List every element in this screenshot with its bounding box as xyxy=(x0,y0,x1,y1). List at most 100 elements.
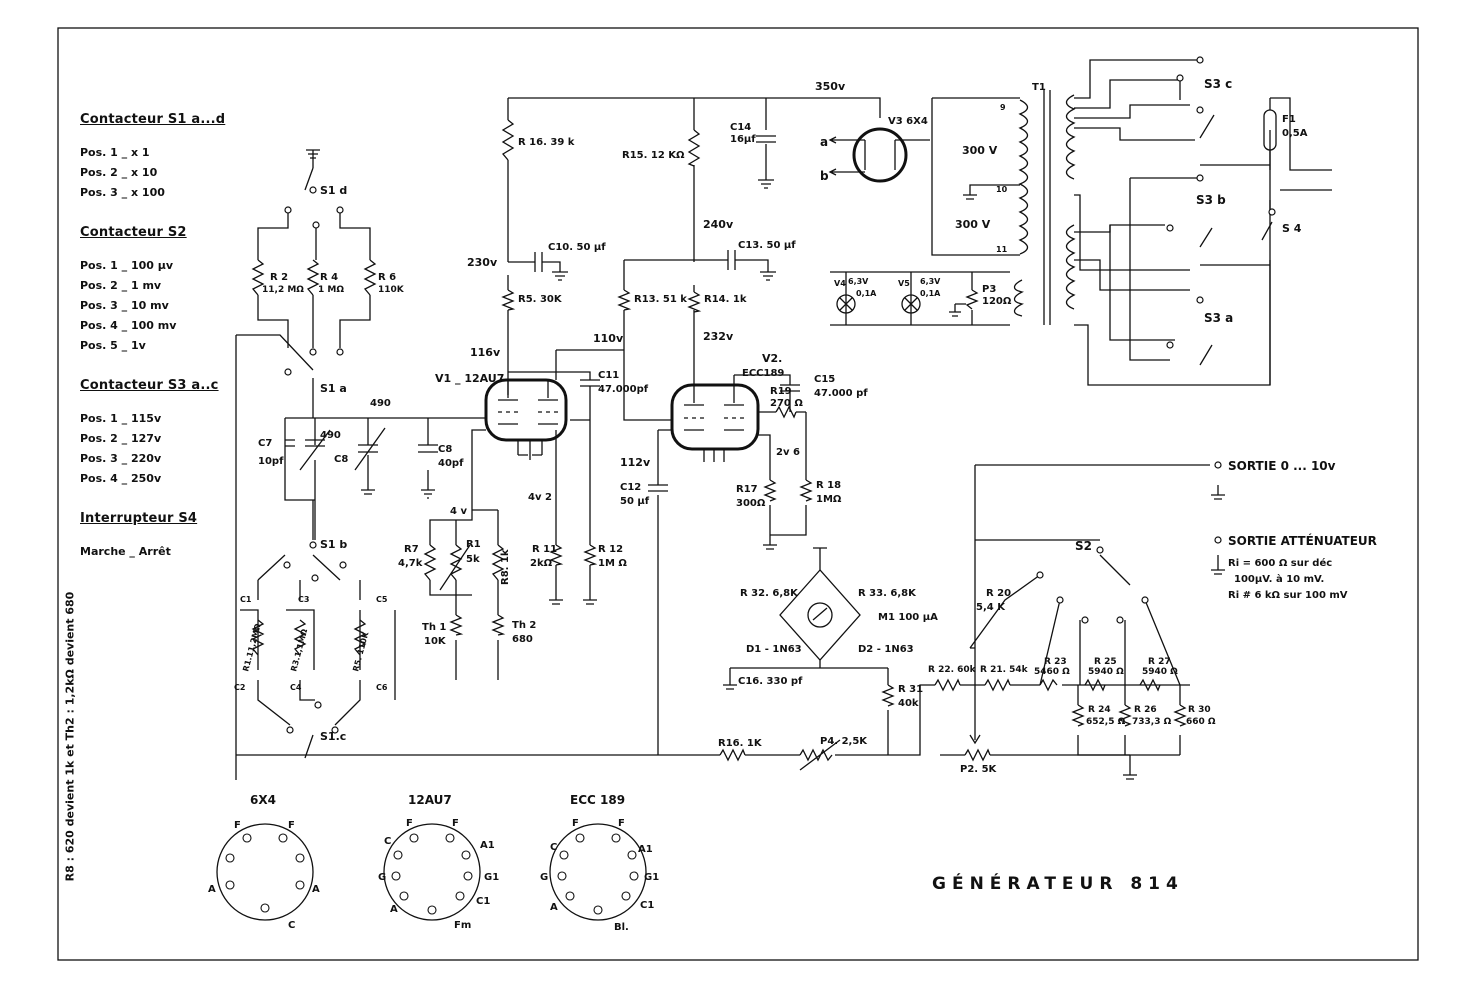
c12-capacitor xyxy=(648,484,668,492)
r20-resistor xyxy=(969,574,1041,649)
socket-pin xyxy=(391,871,401,881)
label-c12-value: 50 µf xyxy=(620,496,650,507)
label-r7-value: 4,7k xyxy=(398,558,423,569)
t1-primary-winding-lower xyxy=(1065,224,1076,310)
socket-6x4 xyxy=(216,823,314,921)
socket-pin xyxy=(627,850,637,860)
label-c8-value: 40pf xyxy=(438,458,464,469)
terminal xyxy=(284,206,292,214)
switch-legend: Contacteur S1 a...d Pos. 1 _ x 1 Pos. 2 … xyxy=(80,112,250,584)
p2-potentiometer xyxy=(940,465,1130,762)
label-c1: C1 xyxy=(240,595,252,604)
legend-item: Pos. 2 _ 127v xyxy=(80,432,162,445)
label-c8-variable: C8 xyxy=(334,454,348,465)
label-v1: V1 _ 12AU7 xyxy=(435,372,504,385)
socket-pin-label: F xyxy=(406,818,413,829)
label-r25: R 25 xyxy=(1094,657,1117,667)
c8-capacitor xyxy=(418,444,438,453)
v3-electrodes xyxy=(850,139,930,173)
socket-ecc189 xyxy=(549,823,647,921)
socket-pin-label: F xyxy=(572,818,579,829)
label-s1b: S1 b xyxy=(320,538,347,551)
label-d2: D2 - 1N63 xyxy=(858,644,914,655)
label-r32: R 32. 6,8K xyxy=(740,588,799,599)
wire-s1a xyxy=(257,295,371,348)
terminal xyxy=(311,574,319,582)
legend-heading: Contacteur S2 xyxy=(80,225,187,240)
label-r16b: R16. 1K xyxy=(718,738,763,749)
label-s3a: S3 a xyxy=(1204,311,1233,325)
label-300v-upper: 300 V xyxy=(962,144,998,157)
label-r5-comp: R5. 110K xyxy=(351,630,370,672)
terminal xyxy=(1081,616,1089,624)
label-4v: 4 v xyxy=(450,506,467,517)
th1-thermistor xyxy=(449,614,464,636)
label-110v: 110v xyxy=(593,332,624,345)
legend-heading: Interrupteur S4 xyxy=(80,511,198,526)
v3-pins xyxy=(828,136,850,176)
wire-s3c-taps xyxy=(1074,59,1200,141)
v1-heaters xyxy=(517,440,543,460)
label-r30-value: 660 Ω xyxy=(1186,717,1216,727)
c8-variable-capacitor xyxy=(299,429,331,471)
label-c7-value: 10pf xyxy=(258,456,284,467)
terminal xyxy=(1196,106,1204,114)
c13-capacitor xyxy=(727,250,736,270)
legend-item: Pos. 1 _ 115v xyxy=(80,412,162,425)
label-c5: C5 xyxy=(376,595,388,604)
label-s3b: S3 b xyxy=(1196,193,1226,207)
socket-pin-label: C xyxy=(288,920,295,931)
label-v3-pin-a: a xyxy=(820,135,828,149)
label-c2: C2 xyxy=(234,683,245,692)
t1-heater-winding xyxy=(1013,279,1024,317)
label-c7: C7 xyxy=(258,438,272,449)
label-r30: R 30 xyxy=(1188,705,1211,715)
label-t1: T1 xyxy=(1032,82,1046,93)
wire-r17 xyxy=(758,434,771,545)
terminal xyxy=(314,701,322,709)
label-c11-value: 47.000pf xyxy=(598,384,649,395)
socket-pin-label: C1 xyxy=(640,900,654,911)
wire-t1-secondary xyxy=(931,97,1020,256)
wire-c10 xyxy=(508,261,561,272)
r14-resistor xyxy=(687,291,702,313)
t1-secondary-winding xyxy=(1018,99,1029,255)
label-r14: R14. 1k xyxy=(704,294,747,305)
wire-mains-plug xyxy=(1261,97,1332,241)
label-r12: R 12 xyxy=(598,544,623,555)
label-r4: R 4 xyxy=(320,272,338,283)
c14-capacitor xyxy=(756,135,776,189)
socket-pin xyxy=(611,833,621,843)
r7-resistor xyxy=(423,544,437,581)
label-c13: C13. 50 µf xyxy=(738,240,796,251)
wire-s1c xyxy=(257,580,361,726)
label-r19-value: 270 Ω xyxy=(770,398,803,409)
socket-pin xyxy=(455,891,465,901)
output-grounds xyxy=(1211,485,1225,575)
socket-pin xyxy=(593,905,603,915)
socket-pin xyxy=(427,905,437,915)
label-r21: R 21. 54k xyxy=(980,665,1029,675)
socket-pin xyxy=(445,833,455,843)
r18-resistor xyxy=(799,479,813,502)
label-s4: S 4 xyxy=(1282,222,1302,235)
legend-item: Pos. 4 _ 250v xyxy=(80,472,162,485)
socket-pin xyxy=(461,850,471,860)
socket-pin xyxy=(295,853,305,863)
label-r1-value: 5k xyxy=(466,554,480,565)
label-232v: 232v xyxy=(703,330,734,343)
label-p3: P3 xyxy=(982,284,996,295)
label-r22: R 22. 60k xyxy=(928,665,977,675)
socket-pin xyxy=(225,853,235,863)
label-300v-lower: 300 V xyxy=(955,218,991,231)
label-r3-comp: R3.1,1MΩ xyxy=(289,628,309,673)
label-ri-1: Ri = 600 Ω sur déc xyxy=(1228,557,1332,569)
label-2v6: 2v 6 xyxy=(776,447,800,458)
wire-shunt-ladder xyxy=(1077,685,1181,780)
terminal xyxy=(1116,616,1124,624)
label-c14-value: 16µf xyxy=(730,134,756,145)
r11-resistor xyxy=(549,544,564,566)
label-c4: C4 xyxy=(290,683,302,692)
v4-lamp xyxy=(836,294,856,314)
socket-pin-label: G xyxy=(540,872,548,883)
